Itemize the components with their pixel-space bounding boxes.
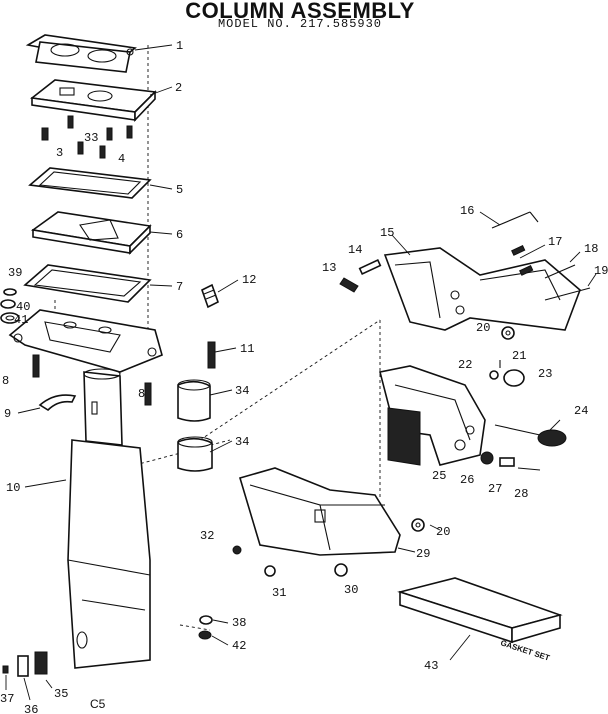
parts-13-14-bolts [339, 258, 382, 293]
parts-35-36-37 [2, 651, 48, 677]
part-9-clip [38, 394, 77, 412]
callout-5: 5 [176, 183, 183, 197]
callout-6: 6 [176, 228, 183, 242]
callout-27: 27 [488, 482, 502, 496]
parts-39-40-41-washers [0, 288, 20, 324]
callout-8b: 8 [138, 387, 145, 401]
part-6-plate [30, 211, 152, 255]
callout-1: 1 [176, 39, 183, 53]
part-10-lower-housing [67, 439, 151, 669]
callout-11: 11 [240, 342, 254, 356]
callout-29: 29 [416, 547, 430, 561]
callout-16: 16 [460, 204, 474, 218]
diagram-title: COLUMN ASSEMBLY [185, 0, 415, 23]
part-15-swivel-bracket [383, 247, 581, 331]
callout-37: 37 [0, 692, 14, 706]
callout-32: 32 [200, 529, 214, 543]
part-24-clamp-screw [494, 424, 567, 447]
column-tube [83, 368, 123, 446]
page-code: C5 [90, 697, 106, 711]
callout-36: 36 [24, 703, 38, 714]
callout-12: 12 [242, 273, 256, 287]
callout-38: 38 [232, 616, 246, 630]
part-7-gasket [23, 264, 152, 303]
part-43-gasket-set-box: GASKET SET [397, 577, 563, 663]
callout-23: 23 [538, 367, 552, 381]
part-29-lower-bracket [239, 467, 401, 556]
callout-14: 14 [348, 243, 362, 257]
callout-34b: 34 [235, 435, 249, 449]
callout-18: 18 [584, 242, 598, 256]
callout-17: 17 [548, 235, 562, 249]
part-12-plug [201, 283, 219, 309]
callout-4: 4 [118, 152, 125, 166]
model-number: MODEL NO. 217.585930 [217, 17, 383, 31]
parts-21-22-23 [489, 360, 525, 387]
callout-leader-lines [5, 44, 597, 701]
part-5-gasket [28, 167, 152, 199]
callout-40: 40 [16, 300, 30, 314]
callout-15: 15 [380, 226, 394, 240]
part-25-clamp-bracket [379, 365, 486, 466]
callout-25: 25 [432, 469, 446, 483]
part-1-top-gasket [25, 34, 137, 73]
callout-28: 28 [514, 487, 528, 501]
callout-39: 39 [8, 266, 22, 280]
part-11-bolt [207, 341, 216, 369]
callout-35: 35 [54, 687, 68, 701]
callout-19: 19 [594, 264, 608, 278]
callout-22: 22 [458, 358, 472, 372]
callout-41: 41 [14, 313, 28, 327]
callout-30: 30 [344, 583, 358, 597]
callout-9: 9 [4, 407, 11, 421]
callout-13: 13 [322, 261, 336, 275]
callout-7: 7 [176, 280, 183, 294]
part-2-cover-plate [30, 79, 157, 122]
column-housing-flange [8, 309, 163, 373]
part-34-clamps [177, 379, 213, 472]
callout-10: 10 [6, 481, 20, 495]
parts-38-42 [198, 615, 213, 640]
callout-20a: 20 [476, 321, 490, 335]
callout-43: 43 [424, 659, 438, 673]
callout-21: 21 [512, 349, 526, 363]
callout-42: 42 [232, 639, 246, 653]
callout-31: 31 [272, 586, 286, 600]
parts-30-31-32 [232, 545, 348, 577]
part-16-rod [491, 211, 539, 229]
part-20-washers [411, 326, 515, 532]
callout-numbers: 1 2 3 33 4 5 6 7 39 40 41 12 8 11 8 9 34… [0, 39, 608, 714]
callout-2: 2 [175, 81, 182, 95]
part-8-bolts [32, 354, 152, 406]
parts-26-27-28 [480, 451, 541, 471]
callout-3: 3 [56, 146, 63, 160]
parts-17-18-19 [511, 244, 591, 301]
callout-8a: 8 [2, 374, 9, 388]
gasket-set-box-label: GASKET SET [499, 638, 551, 662]
callout-24: 24 [574, 404, 588, 418]
callout-20b: 20 [436, 525, 450, 539]
screws-3-33-4 [41, 115, 133, 159]
callout-33: 33 [84, 131, 98, 145]
callout-34a: 34 [235, 384, 249, 398]
callout-26: 26 [460, 473, 474, 487]
